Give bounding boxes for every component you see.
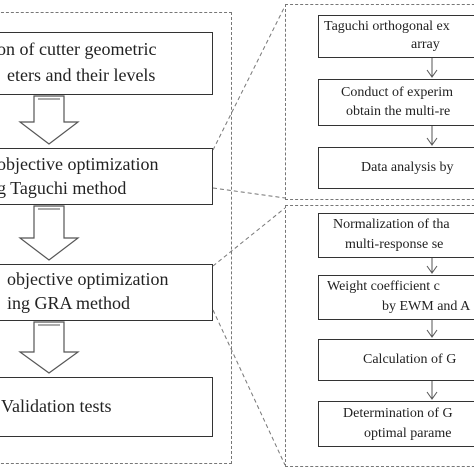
left-group-container bbox=[0, 12, 232, 464]
left-arrow-1 bbox=[18, 95, 80, 145]
right-bottom-box-2-line-1: Weight coefficient c bbox=[327, 279, 440, 294]
right-top-box-1-line-1: Taguchi orthogonal ex bbox=[324, 19, 450, 34]
left-box-parameter-levels: on of cutter geometric eters and their l… bbox=[0, 32, 213, 95]
left-box-validation-tests: Validation tests bbox=[0, 377, 213, 437]
right-top-box-conduct-experiments: Conduct of experim obtain the multi-re bbox=[318, 79, 474, 126]
left-box-2-line-1: objective optimization bbox=[0, 154, 159, 174]
right-bottom-box-weight-coefficient: Weight coefficient c by EWM and A bbox=[318, 275, 474, 320]
left-box-4-line-1: Validation tests bbox=[1, 396, 112, 416]
right-bottom-box-2-line-2: by EWM and A bbox=[382, 299, 471, 314]
right-bottom-box-4-line-1: Determination of G bbox=[343, 406, 453, 421]
left-box-taguchi-optimization: objective optimization g Taguchi method bbox=[0, 148, 213, 205]
right-top-box-3-line-1: Data analysis by bbox=[361, 160, 454, 175]
left-box-1-line-1: on of cutter geometric bbox=[0, 39, 157, 59]
right-bottom-box-4-line-2: optimal parame bbox=[364, 426, 452, 441]
left-box-gra-optimization: objective optimization ing GRA method bbox=[0, 264, 213, 321]
left-box-3-line-1: objective optimization bbox=[7, 269, 169, 289]
right-bottom-box-3-line-1: Calculation of G bbox=[363, 352, 457, 367]
left-box-3-line-2: ing GRA method bbox=[7, 293, 131, 313]
right-bottom-box-1-line-2: multi-response se bbox=[345, 237, 444, 252]
right-top-box-2-line-2: obtain the multi-re bbox=[346, 104, 451, 119]
right-top-box-data-analysis: Data analysis by bbox=[318, 147, 474, 189]
right-bottom-box-1-line-1: Normalization of tha bbox=[333, 217, 450, 232]
right-bottom-box-determination: Determination of G optimal parame bbox=[318, 401, 474, 447]
right-top-group-container bbox=[285, 4, 474, 200]
right-top-box-orthogonal-array: Taguchi orthogonal ex array bbox=[318, 15, 474, 58]
left-box-2-line-2: g Taguchi method bbox=[0, 178, 127, 198]
left-arrow-3 bbox=[18, 321, 80, 374]
right-bottom-box-normalization: Normalization of tha multi-response se bbox=[318, 213, 474, 258]
right-top-box-2-line-1: Conduct of experim bbox=[341, 85, 453, 100]
right-top-box-1-line-2: array bbox=[411, 37, 440, 52]
right-bottom-group-container bbox=[285, 205, 474, 467]
left-box-1-line-2: eters and their levels bbox=[7, 65, 156, 85]
right-bottom-box-calculation: Calculation of G bbox=[318, 339, 474, 381]
left-arrow-2 bbox=[18, 205, 80, 261]
